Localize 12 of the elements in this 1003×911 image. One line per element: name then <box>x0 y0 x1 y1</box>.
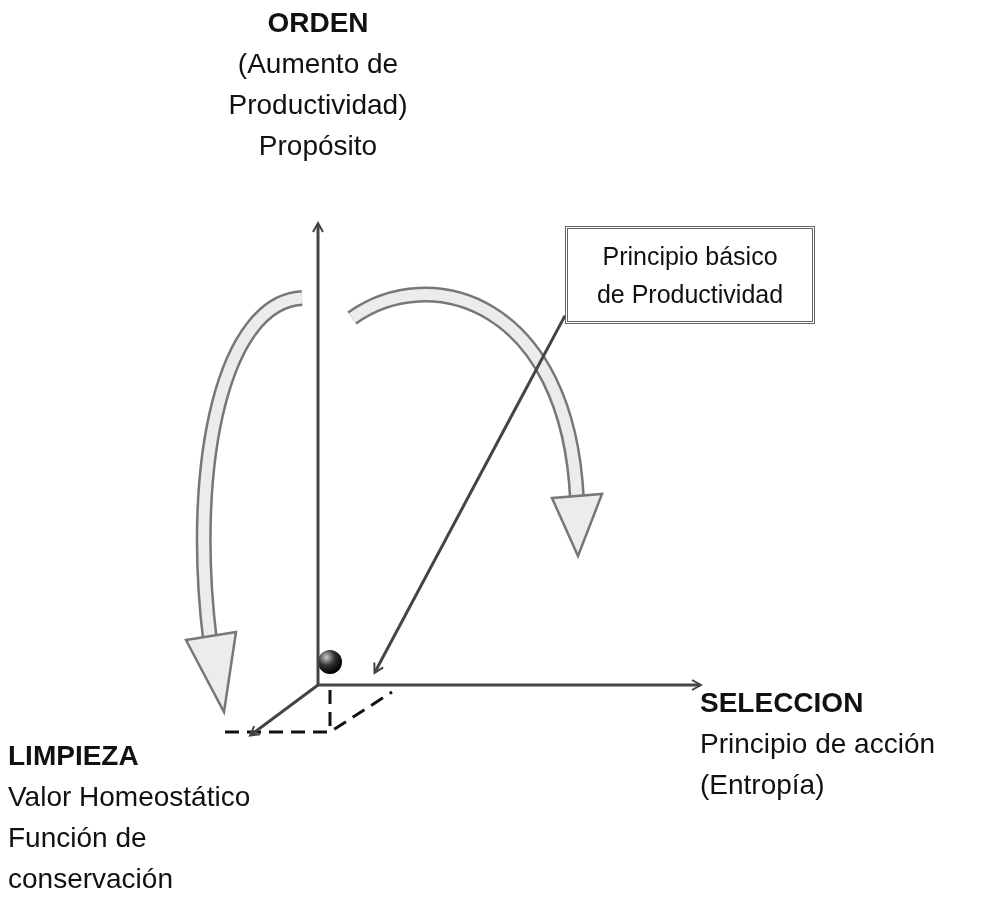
axis-title: LIMPIEZA <box>8 739 140 773</box>
axis-description: (Aumento de Productividad) Propósito <box>227 47 409 163</box>
axis-arrow <box>249 683 319 737</box>
axis-title: SELECCION <box>700 686 865 720</box>
note-box <box>565 226 815 324</box>
axis-arrow <box>312 222 324 685</box>
note-text: Principio básico de Productividad <box>595 241 785 310</box>
leader-arrow <box>373 314 567 674</box>
axis-title: ORDEN <box>266 6 370 40</box>
axis-description: Valor Homeostático Función de conservación <box>8 780 252 896</box>
axis-arrow <box>318 679 702 691</box>
axis-description: Principio de acción (Entropía) <box>700 727 937 802</box>
